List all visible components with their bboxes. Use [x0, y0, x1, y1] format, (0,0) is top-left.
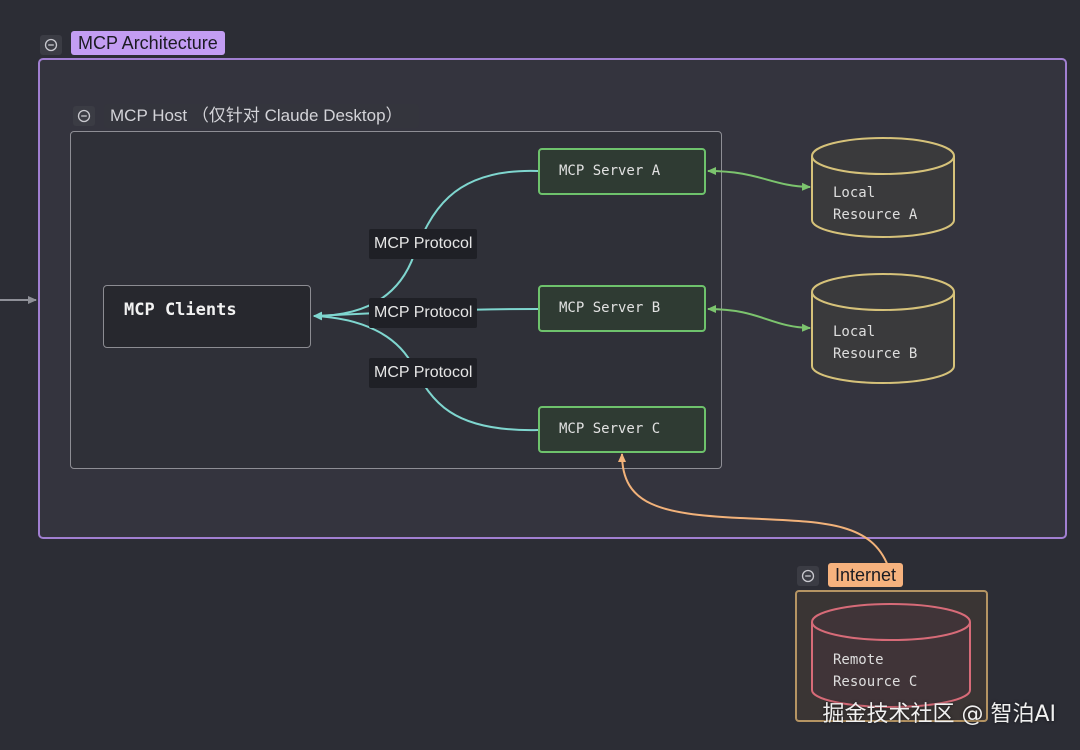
protocol-label-b: MCP Protocol	[369, 298, 478, 328]
resource-a-line2: Resource A	[833, 207, 918, 223]
minus-circle-icon	[801, 569, 815, 583]
resource-b-line1: Local	[833, 324, 876, 340]
mcp-clients-node[interactable]: MCP Clients	[103, 285, 311, 348]
edge-server-b-resource-b	[707, 305, 811, 332]
host-collapse-button[interactable]	[73, 106, 95, 126]
edge-internet-server-c	[618, 453, 889, 567]
resource-c-cylinder	[811, 603, 971, 708]
internet-collapse-button[interactable]	[797, 566, 819, 586]
resource-a-line1: Local	[833, 185, 876, 201]
resource-c-label[interactable]: Remote Resource C	[833, 649, 917, 693]
mcp-server-b-node[interactable]: MCP Server B	[538, 285, 706, 332]
minus-circle-icon	[77, 109, 91, 123]
host-group-label: MCP Host （仅针对 Claude Desktop）	[104, 104, 419, 128]
resource-c-line2: Resource C	[833, 674, 918, 690]
resource-b-cylinder	[811, 273, 955, 384]
watermark: 掘金技术社区 @ 智泊AI	[822, 702, 1056, 727]
minus-circle-icon	[44, 38, 58, 52]
edge-server-a-resource-a	[707, 167, 811, 191]
protocol-label-a: MCP Protocol	[369, 229, 478, 259]
architecture-collapse-button[interactable]	[40, 35, 62, 55]
mcp-server-c-node[interactable]: MCP Server C	[538, 406, 706, 453]
resource-b-line2: Resource B	[833, 346, 918, 362]
resource-a-cylinder	[811, 137, 955, 238]
architecture-group-label: MCP Architecture	[71, 31, 225, 55]
mcp-server-a-node[interactable]: MCP Server A	[538, 148, 706, 195]
resource-c-line1: Remote	[833, 652, 884, 668]
protocol-label-c: MCP Protocol	[369, 358, 478, 388]
resource-b-label[interactable]: Local Resource B	[833, 321, 917, 365]
internet-group-label: Internet	[828, 563, 904, 587]
resource-a-label[interactable]: Local Resource A	[833, 182, 917, 226]
